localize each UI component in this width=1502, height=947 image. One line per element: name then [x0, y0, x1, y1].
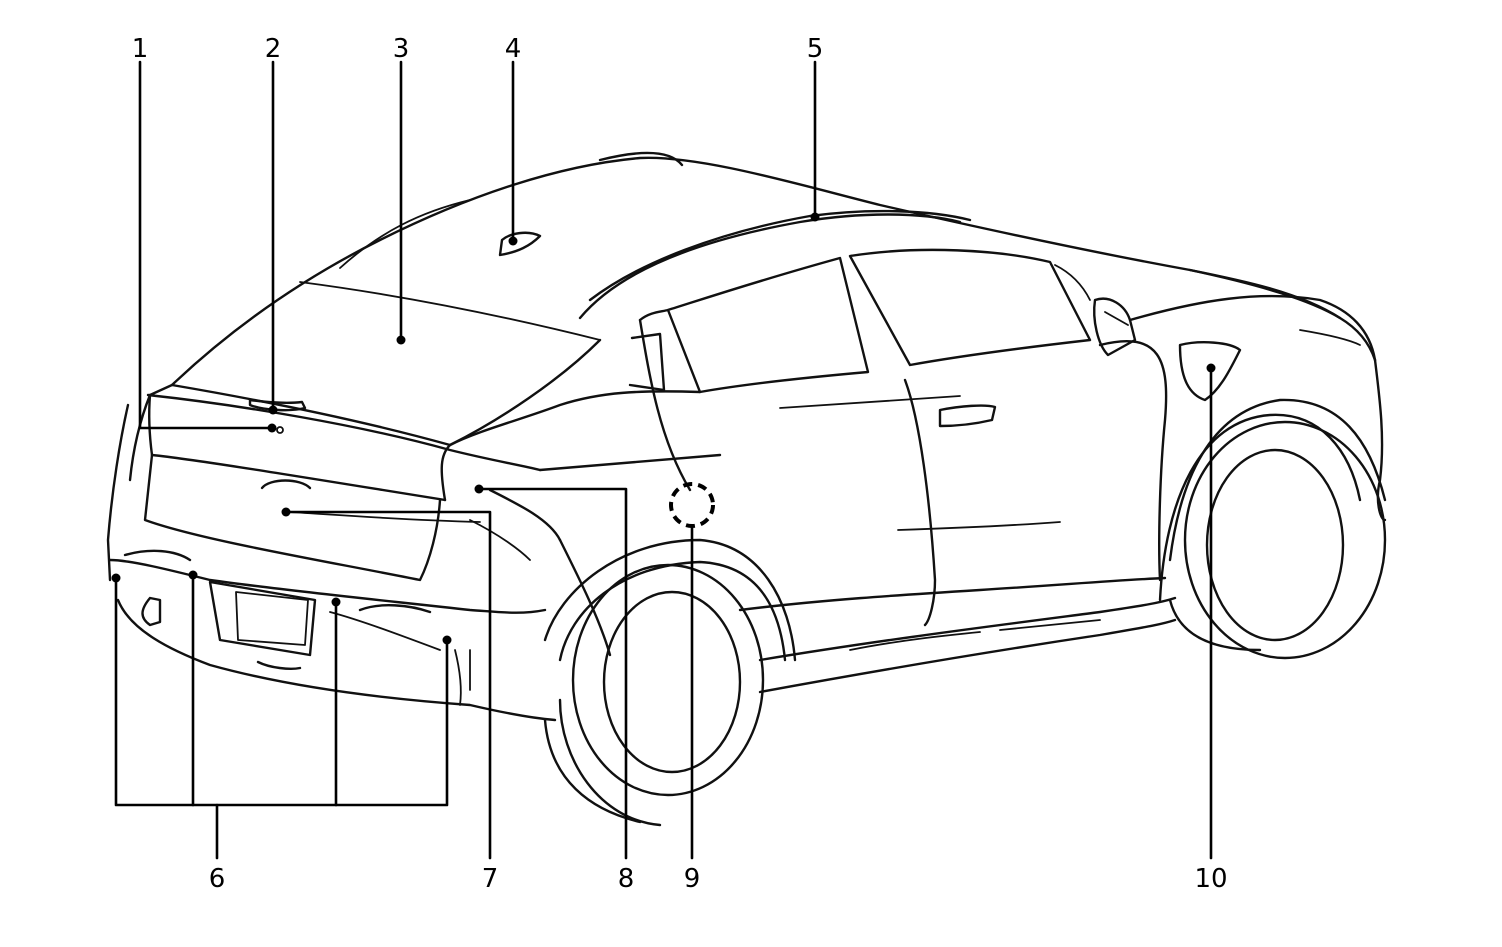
callout-5: 5 [807, 34, 824, 64]
callout-3: 3 [393, 34, 410, 64]
callout-8: 8 [618, 864, 635, 894]
callout-6: 6 [209, 864, 226, 894]
callout-10: 10 [1194, 864, 1227, 894]
vehicle-line-drawing [106, 151, 1387, 827]
callout-labels: 1 2 3 4 5 6 7 8 9 10 [132, 34, 1228, 894]
leader-lines [111, 60, 1216, 860]
callout-7: 7 [482, 864, 499, 894]
callout-4: 4 [505, 34, 522, 64]
callout-9: 9 [684, 864, 701, 894]
callout-1: 1 [132, 34, 149, 64]
callout-2: 2 [265, 34, 282, 64]
